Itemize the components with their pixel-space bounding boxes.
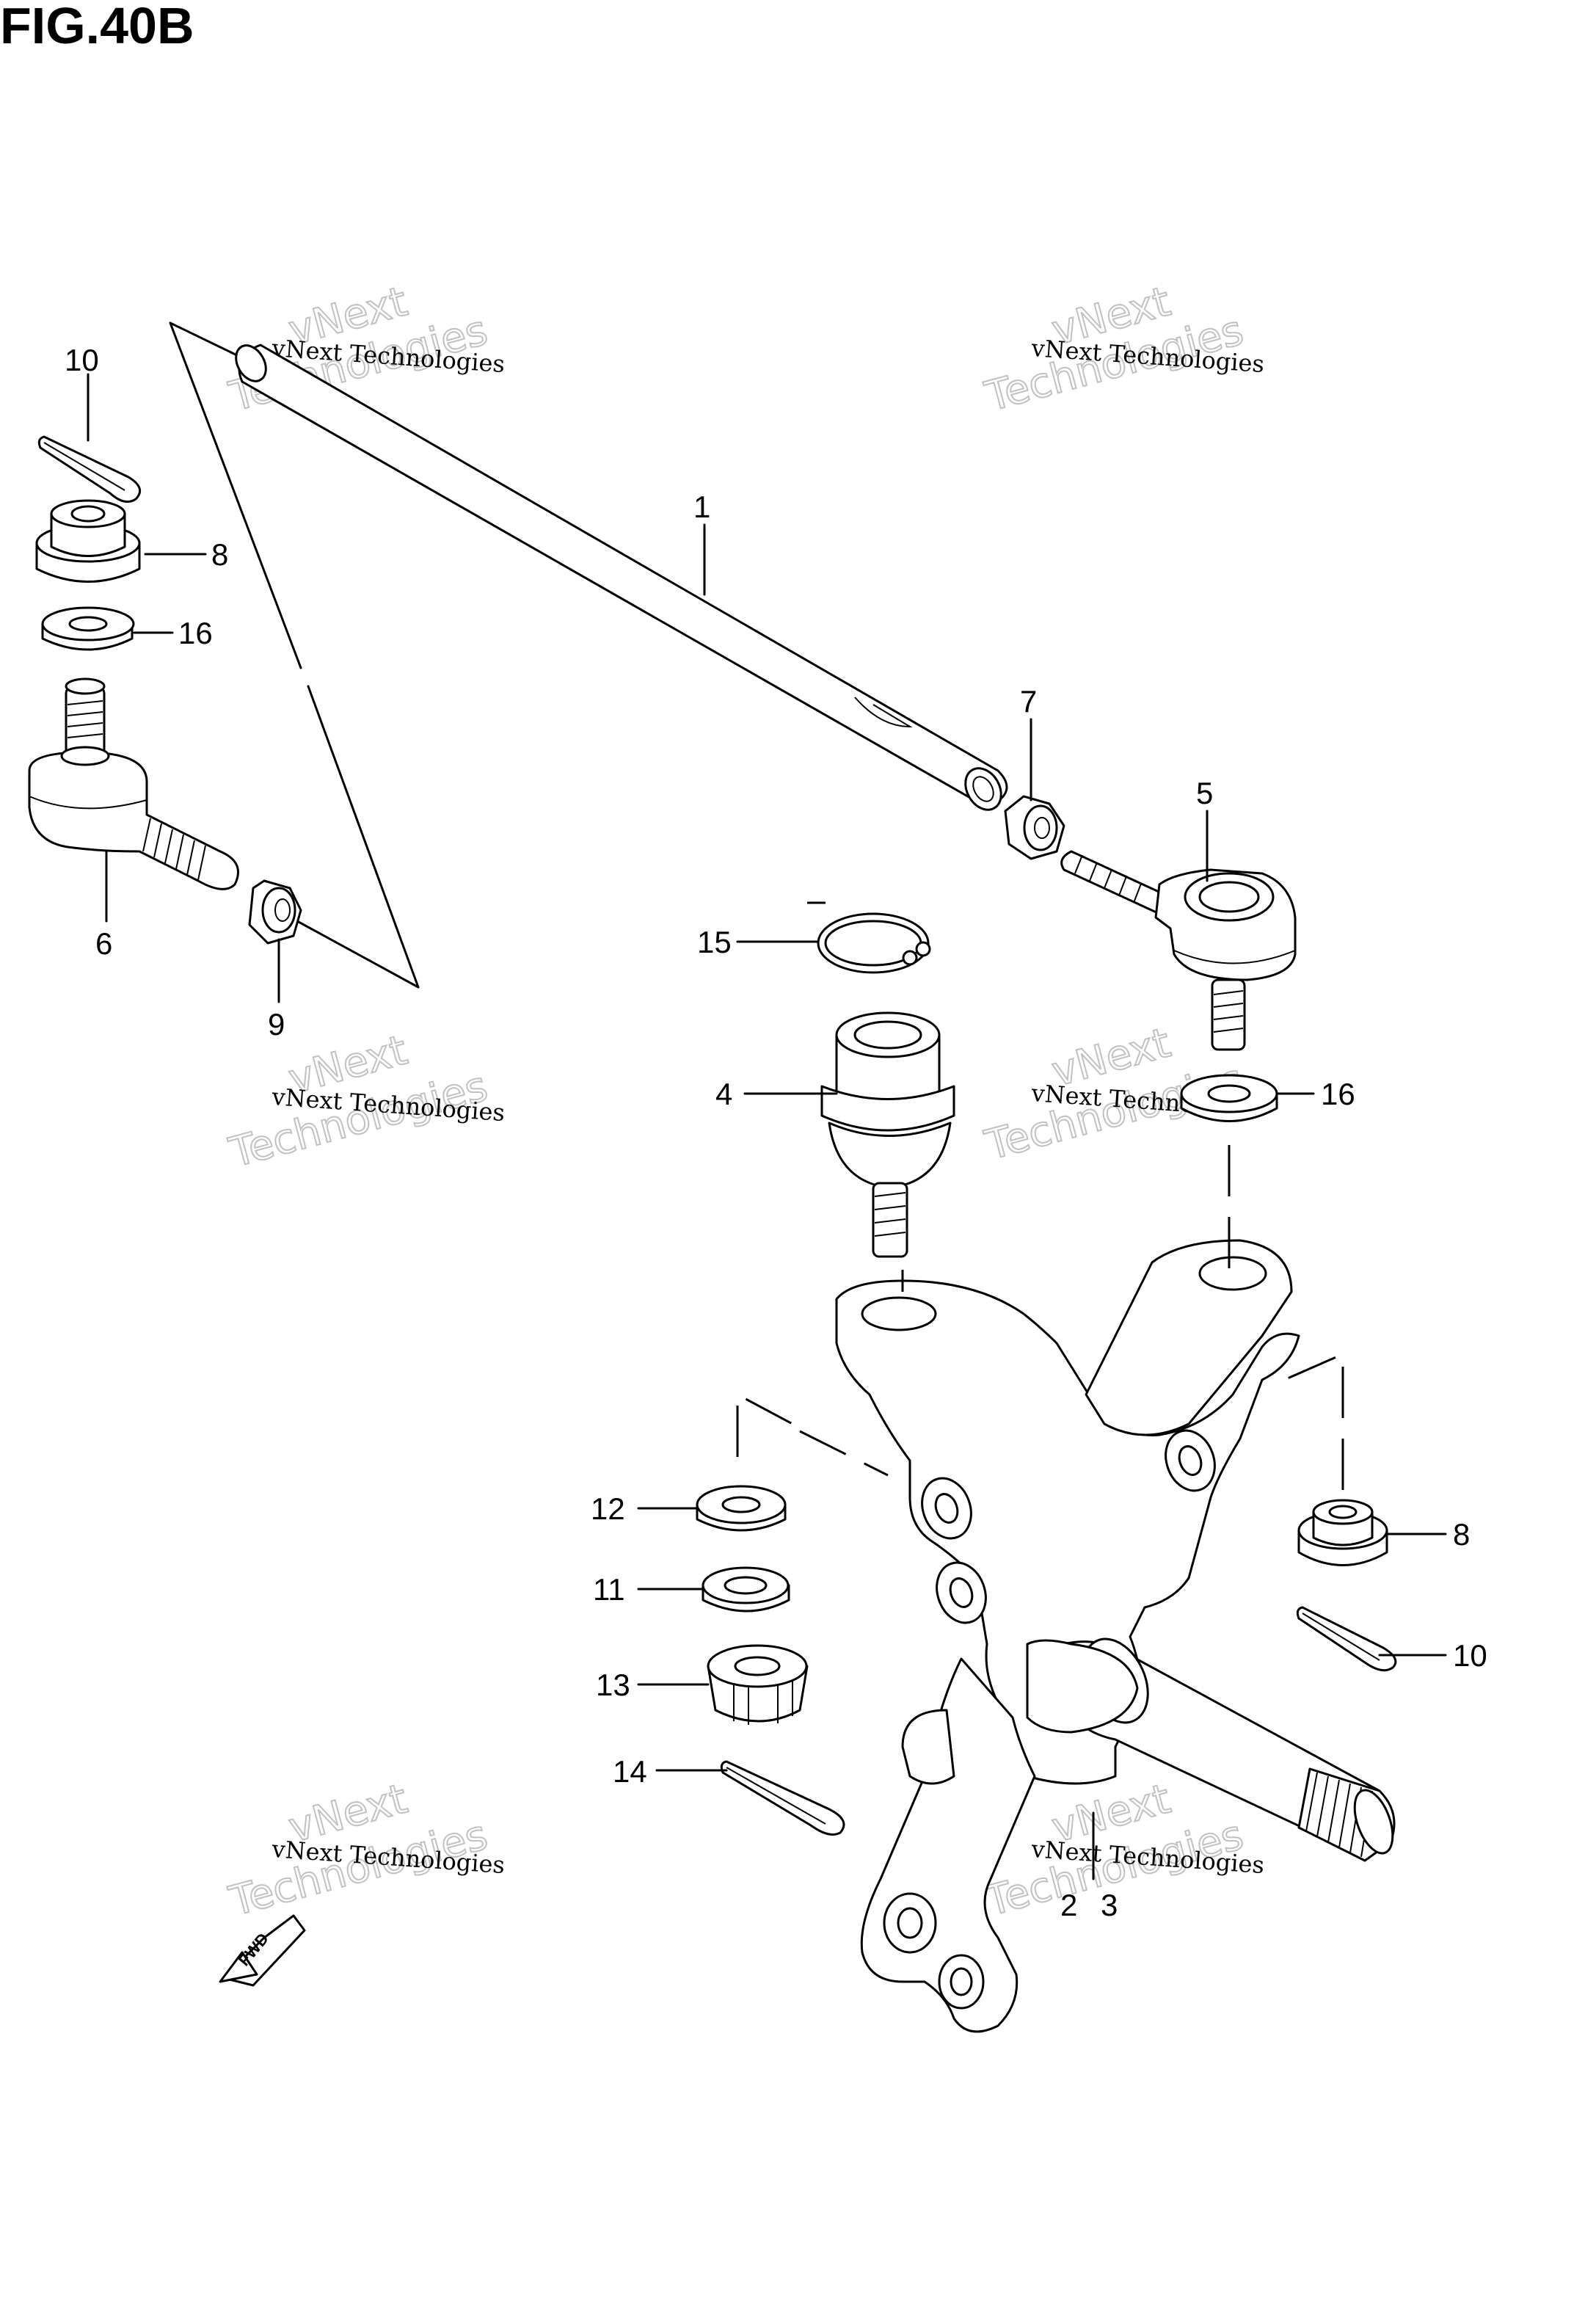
cotter-pin-part-10-left [37, 435, 142, 504]
castle-nut-part-13 [707, 1644, 809, 1725]
callout-16-right: 16 [1321, 1077, 1355, 1111]
fwd-direction-arrow-icon: FWD [219, 1914, 306, 1987]
watermark-bottom-left: vNext Technologies vNext Technologies [224, 1774, 506, 1926]
callout-10-right: 10 [1453, 1638, 1487, 1673]
leader-lines [87, 373, 1447, 1880]
callout-2: 2 [1060, 1888, 1077, 1922]
watermark-mid-left: vNext Technologies vNext Technologies [224, 1025, 506, 1177]
callout-16-left: 16 [178, 616, 213, 650]
nut-part-9 [248, 879, 302, 945]
assembly-bracket-triangle [169, 321, 420, 989]
watermark-top-right: vNext Technologies vNext Technologies [980, 277, 1265, 421]
ball-joint-part-4 [820, 1011, 955, 1258]
callout-12: 12 [591, 1491, 625, 1526]
washer-part-16-left [41, 606, 135, 651]
callout-7: 7 [1020, 684, 1037, 719]
cotter-pin-part-14 [720, 1760, 845, 1836]
lock-washer-part-11 [702, 1566, 790, 1613]
flange-nut-part-8-right [1297, 1499, 1388, 1566]
callout-11: 11 [593, 1572, 625, 1607]
washer-part-12 [696, 1485, 787, 1532]
callout-9: 9 [268, 1007, 285, 1042]
callout-8-left: 8 [211, 537, 228, 572]
callout-15: 15 [697, 925, 732, 959]
cotter-pin-part-10-right [1296, 1606, 1397, 1672]
callout-8-right: 8 [1453, 1517, 1470, 1552]
tie-rod-end-part-5 [1060, 850, 1297, 1051]
assembly-guide-lines [736, 901, 1344, 1490]
callout-10-left: 10 [65, 343, 99, 377]
tie-rod-part-1 [235, 343, 1008, 811]
callout-13: 13 [596, 1668, 630, 1702]
callout-14: 14 [613, 1754, 647, 1789]
figure-title: FIG.40B [0, 0, 194, 54]
tie-rod-end-part-6 [28, 677, 239, 890]
circlip-part-15 [817, 912, 931, 974]
nut-part-7 [1004, 795, 1065, 860]
flange-nut-part-8-left [35, 499, 141, 583]
steering-knuckle-part-2-3 [835, 1239, 1396, 2033]
callout-6: 6 [95, 926, 112, 961]
callout-3: 3 [1101, 1888, 1118, 1922]
callout-4: 4 [715, 1077, 732, 1111]
callout-1: 1 [693, 490, 710, 524]
callout-5: 5 [1196, 776, 1213, 810]
washer-part-16-right [1180, 1074, 1278, 1122]
